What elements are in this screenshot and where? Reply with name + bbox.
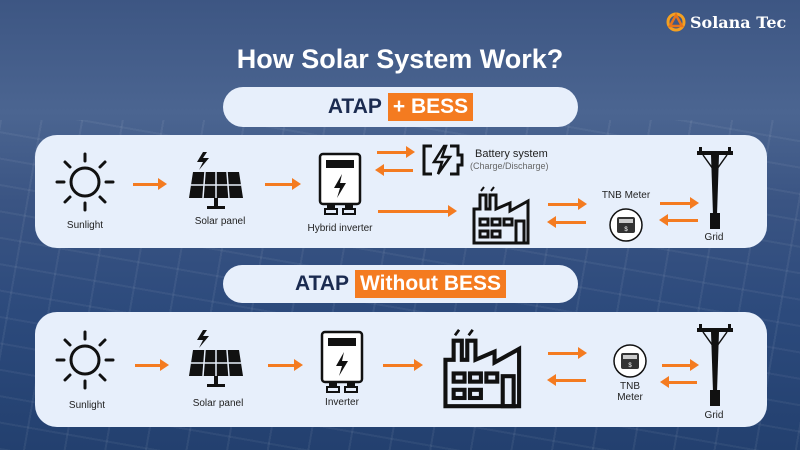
label-sunlight: Sunlight: [68, 400, 106, 411]
arrow-from-battery: [375, 164, 413, 176]
panel-without-bess: [35, 312, 767, 427]
brand-logo: Solana Tec: [666, 12, 786, 32]
label-inverter: Inverter: [325, 397, 359, 408]
hybrid-inverter-icon: [318, 152, 362, 215]
arrow: [133, 178, 167, 190]
section-heading-without-bess: ATAP Without BESS: [223, 265, 578, 303]
arrow: [660, 376, 697, 388]
solar-panel-icon: [189, 330, 243, 387]
arrow-to-factory: [383, 359, 423, 371]
section-heading-bess: ATAP + BESS: [223, 87, 578, 127]
arrow: [548, 347, 587, 359]
label-battery-system: Battery system: [475, 148, 548, 160]
label-meter: Meter: [617, 392, 643, 403]
svg-text:$: $: [624, 227, 628, 233]
label-tnb: TNB: [620, 381, 640, 392]
arrow: [659, 214, 698, 226]
arrow: [547, 216, 586, 228]
heading-prefix: ATAP: [294, 272, 350, 295]
heading-highlight: Without BESS: [355, 270, 507, 298]
grid-pole-icon: [697, 147, 733, 229]
arrow: [135, 359, 169, 371]
arrow: [268, 359, 303, 371]
arrow: [265, 178, 301, 190]
label-hybrid-inverter: Hybrid inverter: [307, 223, 373, 234]
label-solar-panel: Solar panel: [192, 398, 244, 409]
solar-panel-icon: [189, 152, 243, 209]
arrow: [662, 359, 699, 371]
battery-icon: [422, 144, 464, 176]
inverter-icon: [320, 330, 364, 393]
brand-name: Solana Tec: [690, 12, 787, 32]
label-grid: Grid: [704, 410, 724, 421]
label-sunlight: Sunlight: [66, 220, 104, 231]
label-grid: Grid: [704, 232, 724, 243]
arrow: [548, 198, 587, 210]
logo-icon: [666, 12, 686, 32]
label-tnb-meter: TNB Meter: [601, 190, 651, 201]
grid-pole-icon: [697, 324, 733, 406]
factory-icon: [443, 329, 522, 409]
arrow: [547, 374, 586, 386]
heading-highlight: + BESS: [387, 93, 474, 121]
meter-icon: $: [609, 208, 643, 242]
page-title: How Solar System Work?: [236, 44, 564, 74]
arrow-to-battery: [377, 146, 415, 158]
label-solar-panel: Solar panel: [194, 216, 246, 227]
sun-icon: [55, 330, 115, 390]
arrow: [660, 197, 699, 209]
heading-prefix: ATAP: [327, 95, 382, 118]
svg-text:$: $: [628, 363, 632, 369]
arrow-to-factory: [378, 205, 457, 217]
sun-icon: [55, 152, 115, 212]
factory-icon: [472, 186, 530, 245]
label-battery-charge-discharge: (Charge/Discharge): [470, 161, 549, 171]
meter-icon: $: [613, 344, 647, 378]
